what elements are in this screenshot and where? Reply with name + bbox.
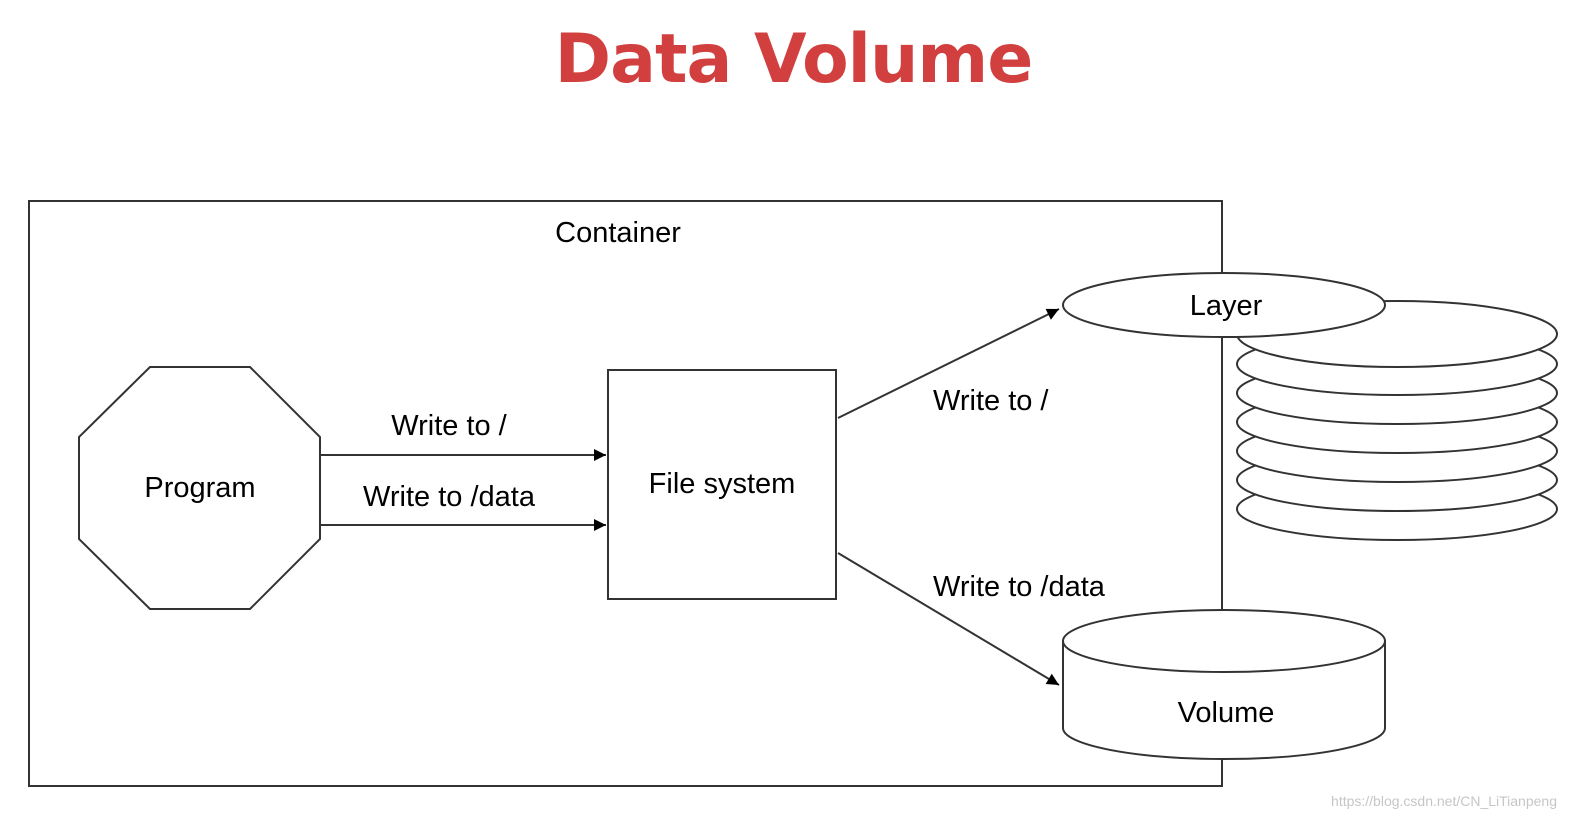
volume-label: Volume [1178, 697, 1275, 729]
layer-label: Layer [1190, 290, 1263, 322]
volume-top [1062, 609, 1386, 673]
page-title: Data Volume [554, 20, 1034, 99]
arrow-filesystem-to-layer [837, 308, 1060, 419]
edge-label-layer-write: Write to / [933, 385, 1049, 417]
layer-stack [1236, 300, 1558, 541]
edge-label-write-root: Write to / [391, 410, 507, 442]
volume-body [1062, 640, 1386, 760]
arrow-filesystem-to-volume [837, 552, 1060, 686]
volume-node [1062, 609, 1386, 760]
program-label: Program [144, 472, 255, 504]
program-node [78, 366, 321, 610]
watermark-text: https://blog.csdn.net/CN_LiTianpeng [1331, 793, 1557, 809]
filesystem-node [607, 369, 837, 600]
layer-node [1062, 272, 1386, 338]
container-label: Container [555, 217, 681, 249]
filesystem-label: File system [649, 468, 796, 500]
edge-label-volume-write: Write to /data [933, 571, 1106, 603]
edge-label-write-data: Write to /data [363, 481, 536, 513]
